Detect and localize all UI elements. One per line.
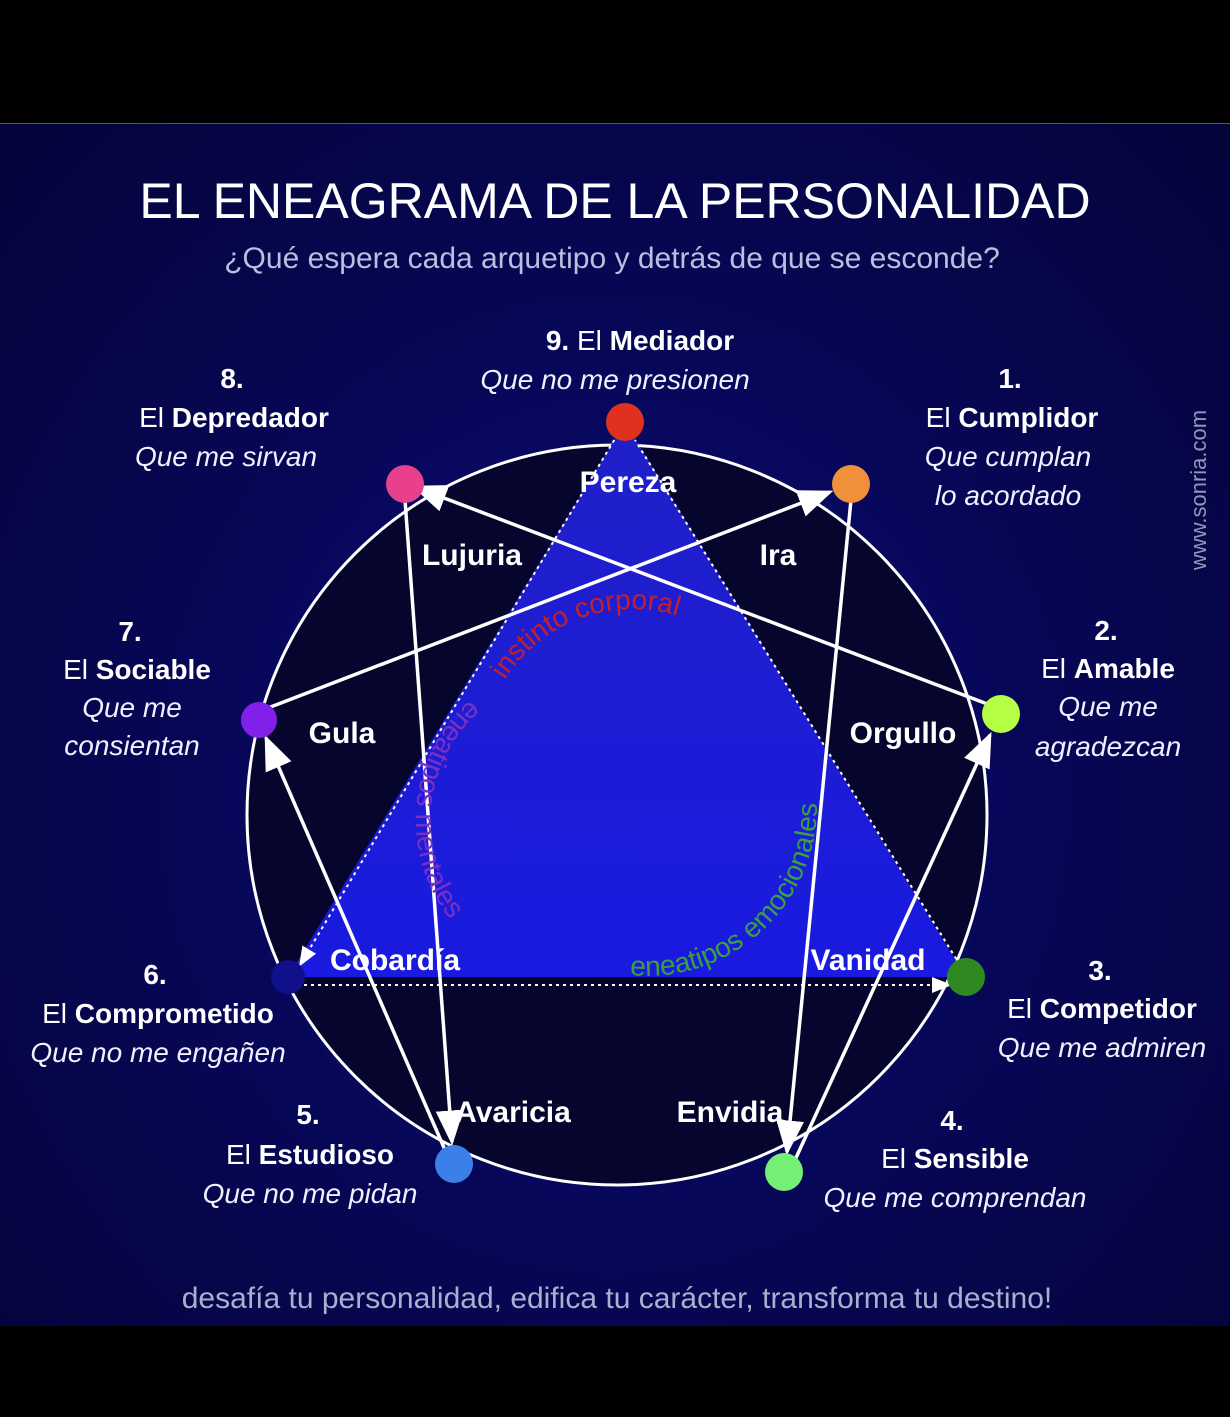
svg-text:El Depredador: El Depredador bbox=[139, 402, 329, 433]
svg-text:9. El Mediador: 9. El Mediador bbox=[546, 325, 734, 356]
vice-9: Pereza bbox=[580, 466, 677, 499]
vice-2: Orgullo bbox=[850, 717, 957, 750]
type-2-label: 2. El Amable Que me agradezcan bbox=[1035, 615, 1181, 762]
type-points bbox=[241, 403, 1020, 1191]
svg-text:Que cumplan: Que cumplan bbox=[925, 441, 1092, 472]
svg-text:1.: 1. bbox=[998, 363, 1021, 394]
type-8-label: 8. El Depredador Que me sirvan bbox=[135, 363, 329, 472]
point-7[interactable] bbox=[241, 702, 277, 738]
point-8[interactable] bbox=[386, 465, 424, 503]
svg-text:El Cumplidor: El Cumplidor bbox=[926, 402, 1099, 433]
title: EL ENEAGRAMA DE LA PERSONALIDAD bbox=[139, 173, 1090, 229]
point-3[interactable] bbox=[947, 958, 985, 996]
point-5[interactable] bbox=[435, 1145, 473, 1183]
svg-text:El Competidor: El Competidor bbox=[1007, 993, 1197, 1024]
svg-text:Que no me presionen: Que no me presionen bbox=[480, 364, 749, 395]
svg-text:El Sociable: El Sociable bbox=[63, 654, 211, 685]
svg-text:El Estudioso: El Estudioso bbox=[226, 1139, 394, 1170]
type-4-label: 4. El Sensible Que me comprendan bbox=[823, 1105, 1086, 1213]
center-triangle bbox=[288, 422, 966, 977]
svg-text:5.: 5. bbox=[296, 1099, 319, 1130]
vice-7: Gula bbox=[309, 717, 376, 750]
hexad-lines bbox=[264, 485, 992, 1161]
point-6[interactable] bbox=[271, 960, 305, 994]
svg-text:2.: 2. bbox=[1094, 615, 1117, 646]
vice-8: Lujuria bbox=[422, 539, 522, 572]
svg-text:Que no me engañen: Que no me engañen bbox=[30, 1037, 285, 1068]
footer-slogan: desafía tu personalidad, edifica tu cará… bbox=[182, 1282, 1053, 1315]
svg-text:Que me admiren: Que me admiren bbox=[998, 1032, 1207, 1063]
svg-text:El Sensible: El Sensible bbox=[881, 1143, 1029, 1174]
svg-text:agradezcan: agradezcan bbox=[1035, 731, 1181, 762]
svg-text:3.: 3. bbox=[1088, 955, 1111, 986]
type-6-label: 6. El Comprometido Que no me engañen bbox=[30, 959, 285, 1068]
svg-text:Que me comprendan: Que me comprendan bbox=[823, 1182, 1086, 1213]
svg-text:Que me: Que me bbox=[1058, 691, 1158, 722]
svg-text:lo acordado: lo acordado bbox=[935, 480, 1081, 511]
svg-text:4.: 4. bbox=[940, 1105, 963, 1136]
svg-text:Que no me pidan: Que no me pidan bbox=[203, 1178, 418, 1209]
svg-text:8.: 8. bbox=[220, 363, 243, 394]
svg-text:7.: 7. bbox=[118, 616, 141, 647]
type-9-label: 9. El Mediador Que no me presionen bbox=[480, 325, 749, 395]
vice-3: Vanidad bbox=[810, 944, 925, 977]
triangle-dotted-lines bbox=[290, 421, 961, 993]
point-1[interactable] bbox=[832, 465, 870, 503]
vice-6: Cobardía bbox=[330, 944, 460, 977]
type-1-label: 1. El Cumplidor Que cumplan lo acordado bbox=[925, 363, 1099, 511]
svg-text:Que me sirvan: Que me sirvan bbox=[135, 441, 317, 472]
vice-5: Avaricia bbox=[455, 1096, 571, 1129]
point-2[interactable] bbox=[982, 695, 1020, 733]
svg-text:El Comprometido: El Comprometido bbox=[42, 998, 274, 1029]
type-3-label: 3. El Competidor Que me admiren bbox=[998, 955, 1207, 1063]
type-7-label: 7. El Sociable Que me consientan bbox=[63, 616, 211, 761]
subtitle: ¿Qué espera cada arquetipo y detrás de q… bbox=[224, 242, 1000, 275]
point-4[interactable] bbox=[765, 1153, 803, 1191]
svg-text:6.: 6. bbox=[143, 959, 166, 990]
vice-4: Envidia bbox=[677, 1096, 784, 1129]
vice-1: Ira bbox=[760, 539, 797, 572]
type-5-label: 5. El Estudioso Que no me pidan bbox=[203, 1099, 418, 1209]
svg-text:Que me: Que me bbox=[82, 692, 182, 723]
point-9[interactable] bbox=[606, 403, 644, 441]
svg-text:El Amable: El Amable bbox=[1041, 653, 1175, 684]
svg-text:consientan: consientan bbox=[64, 730, 199, 761]
watermark: www.sonria.com bbox=[1186, 410, 1211, 571]
